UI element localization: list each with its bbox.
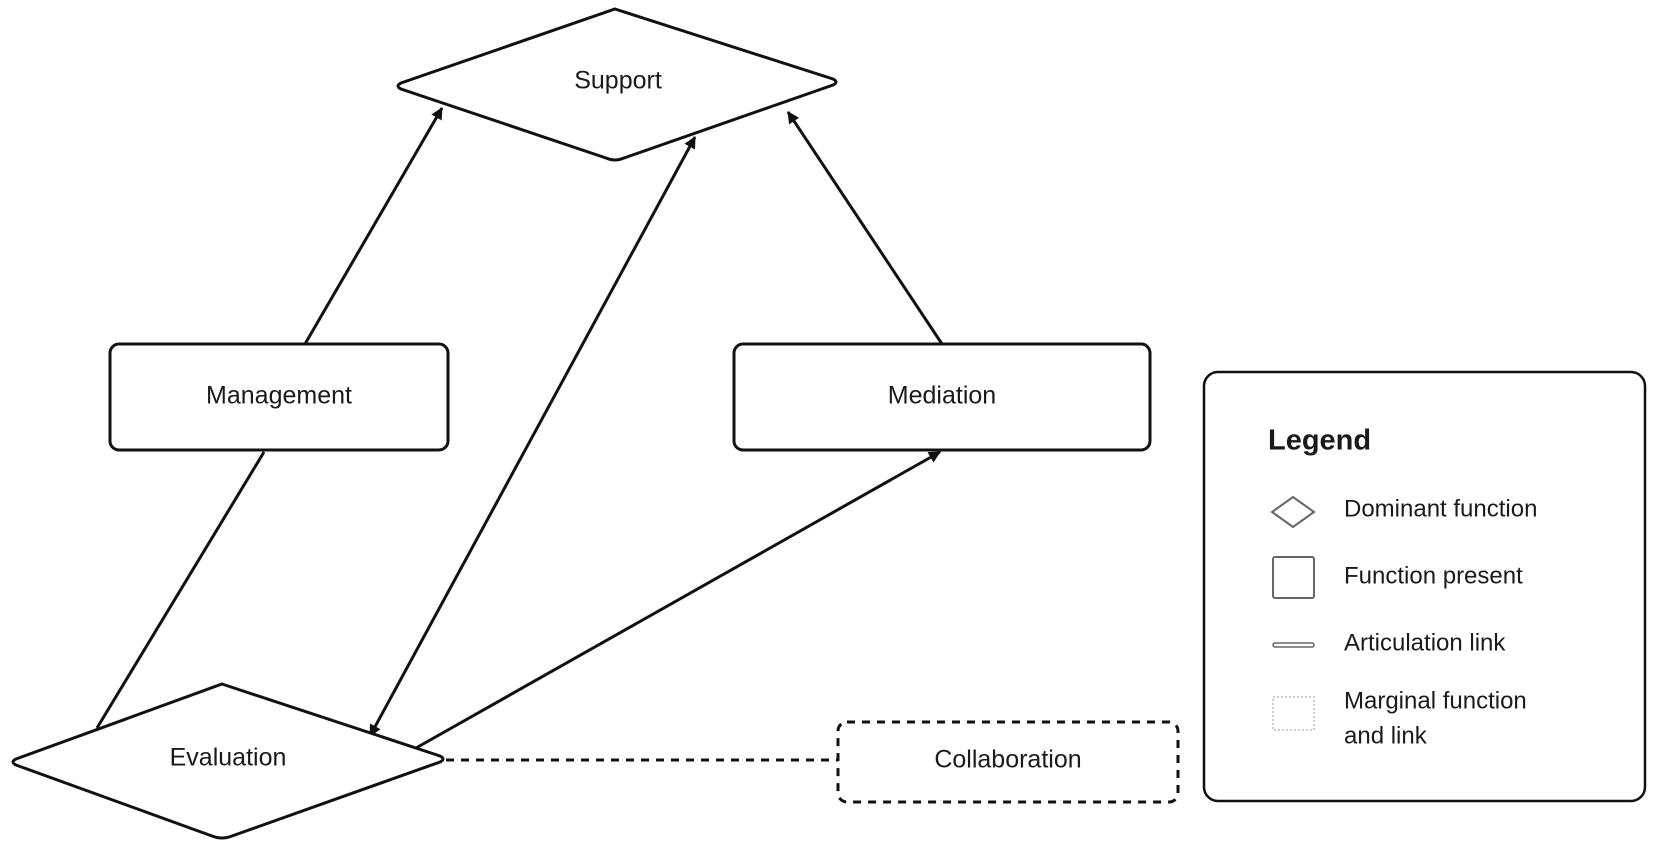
node-management: Management — [108, 342, 450, 452]
edge-evaluation-mediation — [415, 450, 941, 750]
legend-item-dominant: Dominant function — [1270, 495, 1537, 529]
node-management-label: Management — [206, 382, 352, 410]
node-evaluation-diamond — [11, 682, 445, 840]
line-icon — [1272, 642, 1315, 648]
node-mediation-box — [732, 342, 1152, 452]
legend-item-present: Function present — [1272, 556, 1523, 599]
edge-evaluation-management — [95, 451, 266, 729]
edge-evaluation-support — [368, 136, 697, 737]
node-support-label: Support — [574, 67, 662, 95]
legend-item-marginal: Marginal function and link — [1272, 687, 1527, 749]
node-collaboration-label: Collaboration — [934, 746, 1081, 774]
edge-mediation-support — [786, 111, 944, 345]
node-support-diamond — [396, 7, 838, 162]
legend-label-dominant: Dominant function — [1344, 495, 1537, 522]
edges — [95, 107, 944, 762]
node-mediation-label: Mediation — [888, 382, 996, 410]
node-evaluation-label: Evaluation — [170, 744, 287, 772]
node-support: Support — [396, 7, 838, 162]
dotted-square-icon — [1272, 696, 1315, 731]
legend-label-articulation: Articulation link — [1344, 629, 1506, 656]
edge-management-support — [303, 107, 444, 345]
node-collaboration-box — [836, 720, 1180, 804]
node-evaluation: Evaluation — [11, 682, 445, 840]
legend-label-present: Function present — [1344, 562, 1523, 589]
node-collaboration: Collaboration — [836, 720, 1180, 804]
legend-item-articulation: Articulation link — [1272, 629, 1506, 656]
diamond-icon — [1270, 495, 1316, 529]
legend-box — [1202, 370, 1647, 803]
node-mediation: Mediation — [732, 342, 1152, 452]
legend-label-marginal-line1: Marginal function — [1344, 687, 1527, 714]
node-management-box — [108, 342, 450, 452]
legend-title: Legend — [1268, 425, 1371, 457]
legend-label-marginal-line2: and link — [1344, 722, 1428, 749]
legend: Legend Dominant function Function presen… — [1202, 370, 1647, 803]
square-icon — [1272, 556, 1315, 599]
